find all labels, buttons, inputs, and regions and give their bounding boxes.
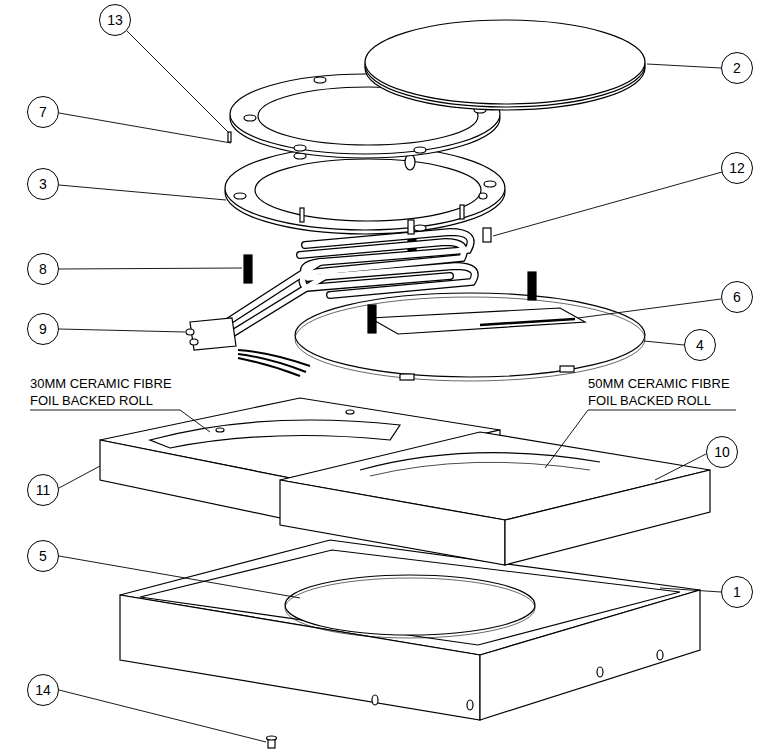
callout-circle: 12 bbox=[721, 152, 753, 184]
callout-circle: 4 bbox=[684, 329, 716, 361]
callout-number: 9 bbox=[39, 322, 47, 336]
material-note: 50MM CERAMIC FIBRE FOIL BACKED ROLL bbox=[588, 375, 738, 409]
callout-circle: 11 bbox=[27, 474, 59, 506]
callout-number: 8 bbox=[39, 262, 47, 276]
callout-circle: 5 bbox=[27, 540, 59, 572]
callout-number: 1 bbox=[733, 585, 741, 599]
callout-number: 6 bbox=[733, 290, 741, 304]
callout-circle: 13 bbox=[99, 4, 131, 36]
callout-circle: 10 bbox=[706, 436, 738, 468]
callout-circle: 8 bbox=[27, 253, 59, 285]
callout-circle: 1 bbox=[721, 576, 753, 608]
callout-circle: 6 bbox=[721, 281, 753, 313]
callout-circle: 14 bbox=[27, 674, 59, 706]
callout-number: 3 bbox=[39, 177, 47, 191]
callout-number: 11 bbox=[36, 483, 51, 497]
callout-number: 13 bbox=[107, 13, 123, 27]
callout-number: 2 bbox=[733, 61, 741, 75]
callout-number: 10 bbox=[714, 445, 730, 459]
callout-circle: 2 bbox=[721, 52, 753, 84]
callout-circle: 9 bbox=[27, 313, 59, 345]
callout-circle: 3 bbox=[27, 168, 59, 200]
callout-number: 4 bbox=[696, 338, 704, 352]
callout-number: 7 bbox=[39, 105, 47, 119]
callout-number: 12 bbox=[729, 161, 745, 175]
material-note: 30MM CERAMIC FIBRE FOIL BACKED ROLL bbox=[30, 375, 180, 409]
callout-number: 14 bbox=[35, 683, 51, 697]
callout-number: 5 bbox=[39, 549, 47, 563]
callout-circle: 7 bbox=[27, 96, 59, 128]
